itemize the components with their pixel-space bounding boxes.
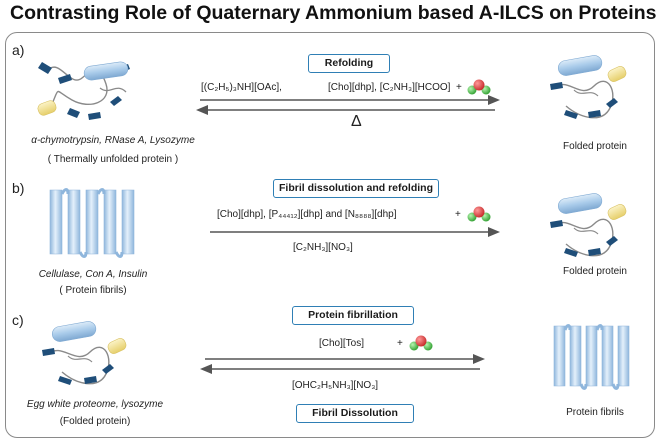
water-molecule-icon: [467, 79, 491, 95]
protein-fibrillation-box: Protein fibrillation: [292, 306, 414, 325]
folded-protein-icon-b: [550, 193, 627, 257]
panel-b-plus: +: [455, 209, 461, 220]
panel-c-left-subcaption: (Folded protein): [59, 416, 131, 427]
panel-b-label: b): [12, 180, 25, 196]
delta-symbol: Δ: [351, 113, 362, 130]
figure-title: Contrasting Role of Quaternary Ammonium …: [10, 2, 657, 24]
panel-c-reagent-1: [Cho][Tos]: [319, 338, 365, 349]
panel-c-right-caption: Protein fibrils: [566, 407, 624, 418]
panel-a-reagent-1: [(C₂H₅)₃NH][OAc],: [201, 82, 282, 93]
folded-protein-icon: [550, 55, 627, 119]
panel-a-left-caption-text: α-chymotrypsin, RNase A, Lysozyme: [31, 135, 195, 146]
figure-frame: [5, 32, 655, 438]
water-molecule-icon-c: [409, 335, 433, 351]
panel-b-reagent-1: [Cho][dhp], [P₄₄₄₁₂][dhp] and [N₈₈₈₈][dh…: [217, 209, 397, 220]
panel-c-left-caption-text: Egg white proteome, lysozyme: [26, 399, 164, 410]
refolding-box: Refolding: [308, 54, 390, 73]
water-molecule-icon-b: [467, 206, 491, 222]
panel-b-left-subcaption: ( Protein fibrils): [59, 285, 127, 296]
panel-c-left-caption: Egg white proteome, lysozyme: [10, 399, 180, 410]
panel-a-plus: +: [456, 82, 462, 93]
panel-a-right-caption: Folded protein: [563, 141, 627, 152]
panel-b-reagent-2: [C₂NH₃][NO₃]: [293, 242, 353, 253]
panel-b-right-caption: Folded protein: [563, 266, 627, 277]
panel-b-left-caption-text: Cellulase, Con A, Insulin: [38, 269, 148, 280]
protein-fibrils-icon: [49, 188, 135, 258]
panel-c-label: c): [12, 312, 24, 328]
panel-c-plus: +: [397, 338, 403, 349]
protein-fibrils-icon-c: [553, 324, 630, 390]
unfolded-protein-icon: [37, 61, 130, 120]
folded-protein-icon-c: [42, 321, 127, 385]
fibril-dissolution-box: Fibril Dissolution: [296, 404, 414, 423]
panel-a-left-subcaption: ( Thermally unfolded protein ): [47, 154, 179, 165]
panel-a-label: a): [12, 42, 25, 58]
panel-b-left-caption: Cellulase, Con A, Insulin: [18, 269, 168, 280]
fibril-dissolution-refolding-box: Fibril dissolution and refolding: [273, 179, 439, 198]
panel-a-left-caption: α-chymotrypsin, RNase A, Lysozyme: [18, 135, 208, 146]
panel-a-reagent-2: [Cho][dhp], [C₂NH₃][HCOO]: [328, 82, 451, 93]
panel-c-reagent-2: [OHC₂H₅NH₃][NO₃]: [292, 380, 379, 391]
